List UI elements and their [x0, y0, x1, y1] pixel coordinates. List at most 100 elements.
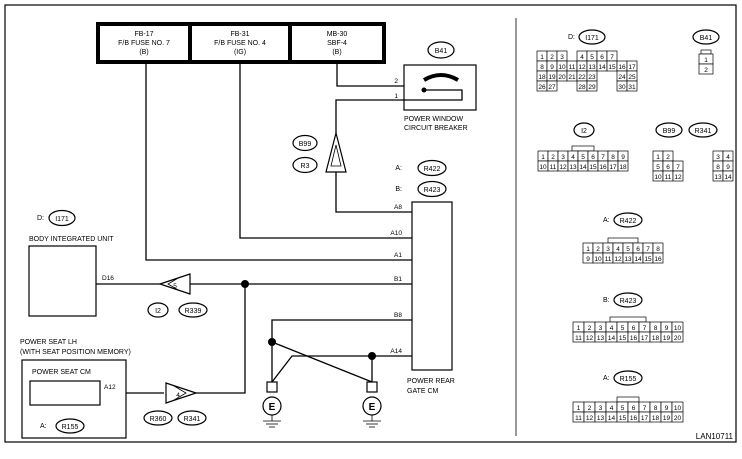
fuse-cell-2 — [192, 26, 288, 60]
tag-r3-oval — [292, 156, 318, 174]
pin-number: 2 — [596, 246, 600, 253]
pin-number: 21 — [568, 74, 576, 81]
view-i171-prefix: D: — [568, 34, 575, 41]
view-b41-cell-2 — [698, 63, 714, 75]
wire-a8 — [335, 172, 412, 213]
tag-r155: R155 — [62, 424, 79, 431]
pin-number: 16 — [654, 256, 662, 263]
pin-a1: A1 — [394, 252, 402, 259]
pin-number: 27 — [548, 84, 556, 91]
pin-number: 6 — [632, 405, 636, 412]
connector-arrow-right-outer — [165, 382, 198, 404]
outer-frame — [4, 4, 737, 443]
pin-number: 5 — [621, 405, 625, 412]
pin-number: 17 — [609, 164, 617, 171]
pin-number: 14 — [634, 256, 642, 263]
pin-number: 1 — [577, 405, 581, 412]
tag-r339: R339 — [185, 308, 202, 315]
tag-r360-oval — [143, 410, 173, 426]
pin-number: 6 — [600, 54, 604, 61]
pin-number: 6 — [632, 325, 636, 332]
body-unit-label: BODY INTEGRATED UNIT — [29, 236, 114, 243]
pin-number: 10 — [539, 164, 547, 171]
splice-dot-b8 — [268, 338, 276, 346]
pin-number: 4 — [571, 154, 575, 161]
pin-number: 3 — [599, 325, 603, 332]
breaker-element — [422, 73, 460, 82]
connector-latch — [607, 237, 639, 244]
breaker-pin-1: 1 — [394, 93, 398, 100]
pin-number: 18 — [652, 415, 660, 422]
tag-b99-oval — [292, 134, 318, 152]
pin-number: 9 — [665, 325, 669, 332]
fuse-cell-3 — [292, 26, 382, 60]
pin-number: 13 — [597, 335, 605, 342]
gate-cm-label-2: GATE CM — [407, 388, 439, 395]
pin-number: 1 — [656, 154, 660, 161]
tag-r341-oval — [177, 410, 207, 426]
pin-number: 7 — [601, 154, 605, 161]
tag-b99: B99 — [299, 141, 312, 148]
pin-number: 19 — [548, 74, 556, 81]
pin-b1: B1 — [394, 276, 402, 283]
view-r155-prefix: A: — [603, 375, 610, 382]
r422-prefix: A: — [395, 165, 402, 172]
pin-number: 8 — [611, 154, 615, 161]
pin-number: 8 — [654, 405, 658, 412]
pin-number: 13 — [597, 415, 605, 422]
pin-number: 15 — [589, 164, 597, 171]
ground-2: E — [362, 381, 382, 428]
pin-number: 10 — [674, 325, 682, 332]
connector-arrow-left-inner — [167, 276, 181, 292]
pin-number: 10 — [674, 405, 682, 412]
view-r423-prefix: B: — [603, 297, 610, 304]
pin-number: 8 — [540, 64, 544, 71]
tag-r155-oval — [55, 418, 85, 434]
pin-number: 7 — [646, 246, 650, 253]
view-b41-pin-1: 1 — [704, 57, 708, 64]
pin-number: 9 — [621, 154, 625, 161]
connector-b99-r3: B99 R3 — [292, 132, 347, 174]
pin-number: 14 — [598, 64, 606, 71]
fuse-box: FB-17 F/B FUSE NO. 7 (B) FB-31 F/B FUSE … — [96, 22, 386, 64]
pin-number: 6 — [591, 154, 595, 161]
tag-r422-oval — [417, 159, 447, 177]
tag-r341: R341 — [184, 416, 201, 423]
wire-b8 — [271, 319, 412, 382]
view-b41-tag: B41 — [700, 35, 713, 42]
pin-number: 9 — [665, 405, 669, 412]
pin-number: 5 — [590, 54, 594, 61]
pin-cell — [586, 80, 598, 92]
pin-number: 14 — [608, 415, 616, 422]
pin-number: 7 — [676, 164, 680, 171]
fuse-3-sub: (B) — [332, 49, 341, 56]
pin-number: 1 — [586, 246, 590, 253]
breaker-box — [403, 64, 477, 111]
view-r155-tag-oval — [613, 370, 643, 386]
view-b41-tag-oval — [692, 29, 720, 45]
pin-number: 18 — [538, 74, 546, 81]
view-r422-tag: R422 — [620, 218, 637, 225]
wire-a1 — [145, 60, 412, 261]
tag-i2-oval — [147, 302, 169, 318]
pin-number: 17 — [641, 335, 649, 342]
pin-number: 22 — [578, 74, 586, 81]
pin-number: 12 — [559, 164, 567, 171]
gate-cm-label-1: POWER REAR — [407, 378, 455, 385]
pin-number: 26 — [538, 84, 546, 91]
pin-cell — [672, 170, 684, 182]
connector-arrow-left-outer — [158, 273, 191, 295]
tag-r422: R422 — [424, 166, 441, 173]
pin-number: 13 — [714, 174, 722, 181]
pin-number: 3 — [561, 154, 565, 161]
pin-number: 11 — [569, 64, 576, 71]
tag-r423-oval — [417, 180, 447, 198]
